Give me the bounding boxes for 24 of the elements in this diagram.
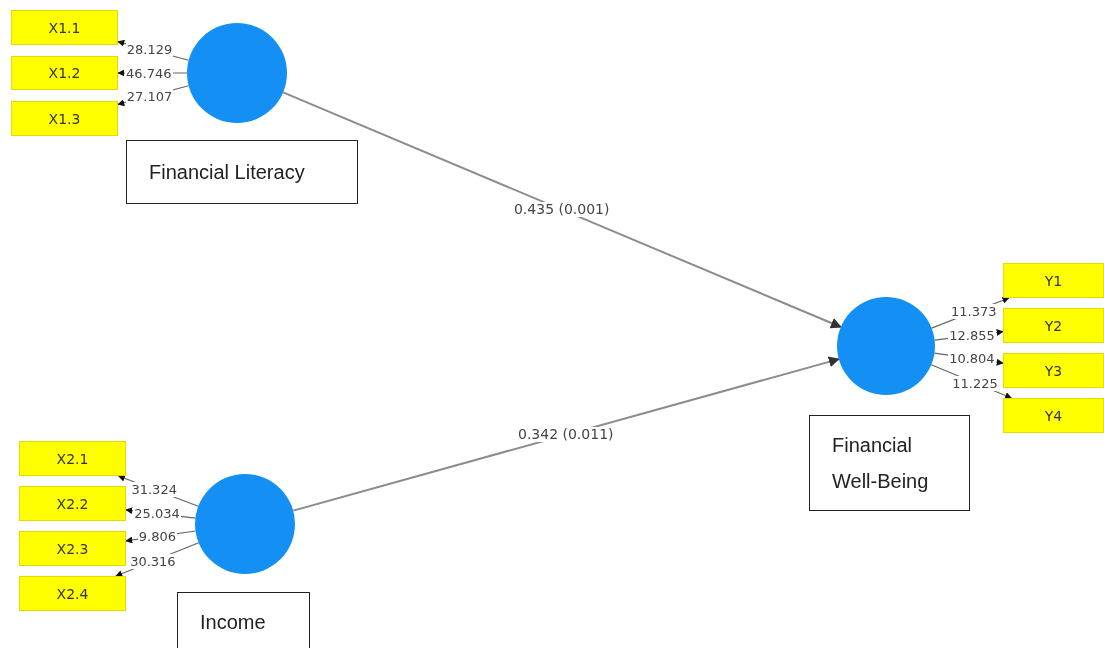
- indicator-box: X2.2: [19, 486, 126, 521]
- indicator-box: X1.2: [11, 56, 118, 90]
- indicator-box: Y3: [1003, 353, 1104, 388]
- indicator-box: X1.3: [11, 101, 118, 136]
- edge-label: 28.129: [125, 42, 174, 58]
- edge-label: 0.435 (0.001): [512, 202, 611, 218]
- indicator-box: X2.4: [19, 576, 126, 611]
- indicator-box: X2.1: [19, 441, 126, 476]
- indicator-box: Y1: [1003, 263, 1104, 298]
- indicator-box: Y2: [1003, 308, 1104, 343]
- edge-label: 11.373: [950, 304, 998, 320]
- indicator-box: Y4: [1003, 398, 1104, 433]
- edge-label: 30.316: [129, 553, 177, 569]
- edge-label: 11.225: [951, 375, 999, 391]
- path-arrow: [292, 356, 840, 512]
- construct-label-box: Financial Literacy: [126, 140, 358, 204]
- edge-label: 27.107: [125, 88, 174, 104]
- path-arrow: [282, 91, 842, 329]
- construct-label-box: Income: [177, 592, 310, 648]
- indicator-box: X2.3: [19, 531, 126, 566]
- edge-label: 31.324: [130, 482, 178, 498]
- edge-label: 0.342 (0.011): [516, 427, 615, 443]
- construct-label-box: Financial Well-Being: [809, 415, 970, 511]
- indicator-box: X1.1: [11, 10, 118, 45]
